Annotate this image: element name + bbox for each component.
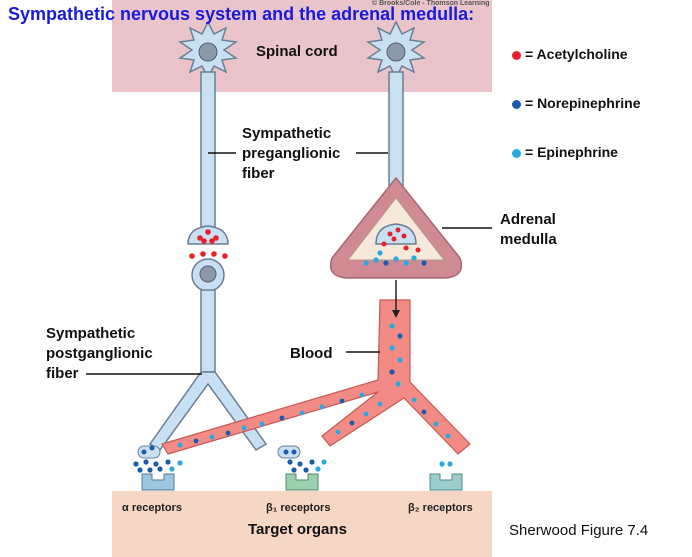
adrenal-label-line2: medulla <box>500 231 557 248</box>
preganglionic-label-line3: fiber <box>242 165 275 182</box>
left-postganglionic-neuron <box>137 258 301 459</box>
postganglionic-label-line1: Sympathetic <box>46 325 136 342</box>
left-preganglionic-neuron <box>177 20 239 245</box>
spinal-cord-label: Spinal cord <box>256 43 338 60</box>
target-organs-band <box>112 491 492 557</box>
postganglionic-label-line2: postganglionic <box>46 345 153 362</box>
legend-epinephrine-label: = Epinephrine <box>525 144 618 160</box>
beta1-receptor <box>285 473 319 491</box>
adrenal-acetylcholine <box>381 227 421 253</box>
diagram-title: Sympathetic nervous system and the adren… <box>8 4 475 24</box>
left-neuron-nucleus <box>198 42 218 62</box>
blood-vessel <box>161 280 471 455</box>
legend-norepinephrine-label: = Norepinephrine <box>525 95 641 111</box>
epinephrine-terminal-dots <box>169 459 453 472</box>
preganglionic-label-line1: Sympathetic <box>242 125 332 142</box>
adrenal-label-line1: Adrenal <box>500 211 556 228</box>
figure-reference: Sherwood Figure 7.4 <box>509 522 649 539</box>
legend-epinephrine: = Epinephrine <box>512 144 618 160</box>
blood-label: Blood <box>290 345 333 362</box>
preganglionic-label-line2: preganglionic <box>242 145 341 162</box>
epinephrine-swatch <box>512 148 521 158</box>
legend-acetylcholine-label: = Acetylcholine <box>525 46 628 62</box>
blood-hormone-dots <box>177 323 451 448</box>
norepinephrine-terminal-dots <box>133 445 315 473</box>
beta1-receptors-label: β₁ receptors <box>266 502 331 514</box>
spinal-cord-band <box>112 0 492 92</box>
target-organs-label: Target organs <box>248 521 347 538</box>
left-synapse-acetylcholine <box>189 229 228 259</box>
beta2-receptors-label: β₂ receptors <box>408 502 473 514</box>
postganglionic-nucleus <box>199 265 217 283</box>
postganglionic-label-line3: fiber <box>46 365 79 382</box>
acetylcholine-swatch <box>512 50 521 60</box>
alpha-receptor <box>141 473 175 491</box>
alpha-receptors-label: α receptors <box>122 502 182 514</box>
adrenal-medulla <box>329 177 463 279</box>
legend-norepinephrine: = Norepinephrine <box>512 95 641 111</box>
adrenal-hormones <box>363 250 427 266</box>
beta2-receptor <box>429 473 463 491</box>
credit-line: © Brooks/Cole - Thomson Learning <box>372 0 490 7</box>
legend-acetylcholine: = Acetylcholine <box>512 46 628 62</box>
norepinephrine-swatch <box>512 99 521 109</box>
